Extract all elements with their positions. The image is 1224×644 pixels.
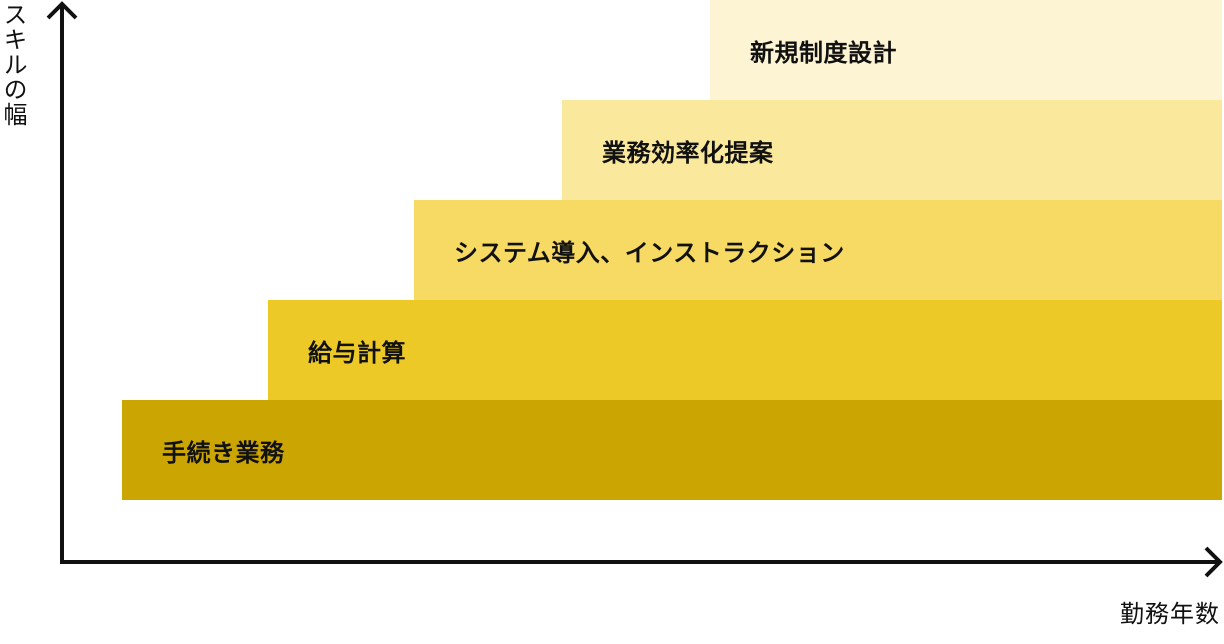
step-label: 給与計算 xyxy=(308,338,406,367)
y-axis xyxy=(46,1,78,563)
x-axis-label: 勤務年数 xyxy=(1120,600,1220,628)
step-new-system-design: 新規制度設計 xyxy=(710,0,1222,100)
step-efficiency-proposal: 業務効率化提案 xyxy=(562,100,1222,200)
step-label: 業務効率化提案 xyxy=(602,138,774,167)
step-label: 新規制度設計 xyxy=(750,38,897,67)
step-system-introduction: システム導入、インストラクション xyxy=(414,200,1222,300)
step-label: システム導入、インストラクション xyxy=(454,238,845,267)
step-procedures: 手続き業務 xyxy=(122,400,1222,500)
y-axis-arrowhead xyxy=(46,1,78,20)
x-axis xyxy=(60,546,1223,578)
step-label: 手続き業務 xyxy=(162,438,285,467)
step-payroll: 給与計算 xyxy=(268,300,1222,400)
x-axis-arrowhead xyxy=(1204,546,1223,578)
y-axis-label: スキルの幅 xyxy=(0,2,27,127)
